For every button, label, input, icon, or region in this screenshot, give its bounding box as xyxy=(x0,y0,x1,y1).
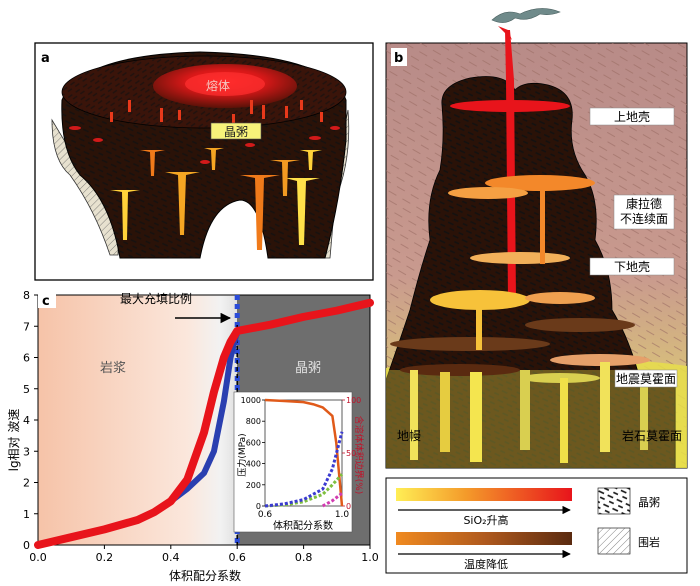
panel-b-labels xyxy=(589,107,678,388)
main-series xyxy=(34,298,374,549)
panel-b-letter: b xyxy=(394,51,403,66)
y-tick-label: 5 xyxy=(23,383,30,396)
y-tick-label: 6 xyxy=(23,352,30,365)
inset-y-label-left: 压力(MPa) xyxy=(236,433,248,476)
sio2-gradient-bar xyxy=(396,488,572,501)
inset-x-tick-label: 1.0 xyxy=(335,510,350,520)
sio2-label: SiO₂升高 xyxy=(463,513,508,527)
inset-series-line xyxy=(264,431,344,508)
x-axis-label: 体积配分系数 xyxy=(169,568,241,583)
lower-crust-label: 下地壳 xyxy=(614,260,650,274)
y-tick-label: 2 xyxy=(23,477,30,490)
series-line-blue xyxy=(167,327,241,505)
volcanic-plume xyxy=(491,8,561,23)
conrad-label-1: 康拉德 xyxy=(626,196,662,211)
inset-y2-tick-label: 50 xyxy=(346,449,356,458)
inset-series xyxy=(264,398,344,508)
y-tick-label: 1 xyxy=(23,508,30,521)
x-tick-label: 0.2 xyxy=(96,551,114,564)
mush-region-label: 晶粥 xyxy=(295,360,321,376)
central-dike xyxy=(505,30,516,300)
inset-y-tick-label: 400 xyxy=(246,460,261,469)
melt-lenses xyxy=(110,148,322,250)
conrad-label-2: 不连续面 xyxy=(620,211,668,226)
legend: SiO₂升高 温度降低 晶粥 围岩 xyxy=(385,477,688,574)
inset-y-tick-label: 0 xyxy=(256,502,261,511)
series-line-red xyxy=(34,298,374,549)
y-tick-label: 3 xyxy=(23,445,30,458)
y-tick-label: 4 xyxy=(23,414,30,427)
y-ticks: 0 1 2 3 4 5 6 7 8 xyxy=(23,289,38,552)
x-tick-label: 0.4 xyxy=(162,551,180,564)
inset-y-label-right: 含溶体体积边界(%) xyxy=(353,416,365,495)
panel-a: a xyxy=(34,42,374,281)
inset-x-tick-label: 0.6 xyxy=(258,510,273,520)
mush-legend-label: 晶粥 xyxy=(638,496,660,509)
inset-y-tick-label: 800 xyxy=(246,417,261,426)
inset-y-tick-label: 600 xyxy=(246,438,261,447)
x-tick-label: 0.0 xyxy=(29,551,47,564)
panel-a-letter: a xyxy=(41,51,50,66)
y-tick-label: 7 xyxy=(23,320,30,333)
x-tick-label: 1.0 xyxy=(361,551,379,564)
inset-chart: 0 200 400 600 800 1000 0 50 100 0.6 1.0 压力(MPa) 含溶… xyxy=(233,391,365,533)
y-axis-label: lg相对 波速 xyxy=(7,409,21,472)
inset-y-tick-label: 200 xyxy=(246,481,261,490)
inset-y2-tick-label: 100 xyxy=(346,396,361,405)
inset-y2-tick-label: 0 xyxy=(346,502,351,511)
melt-streaks xyxy=(110,100,323,126)
inset-series-line xyxy=(322,492,343,508)
x-tick-label: 0.8 xyxy=(295,551,313,564)
max-packing-label: 最大充填比例 xyxy=(120,291,192,306)
inset-ticks: 0 200 400 600 800 1000 0 50 100 0.6 1.0 xyxy=(241,396,362,520)
inset-series-line xyxy=(264,398,344,507)
petro-moho-label: 岩石莫霍面 xyxy=(622,428,682,443)
mantle-label: 地幔 xyxy=(397,428,421,443)
wall-legend-label: 围岩 xyxy=(638,535,660,549)
mush-label-box xyxy=(210,122,262,140)
sill-stems xyxy=(410,184,648,463)
x-ticks: 0.0 0.2 0.4 0.6 0.8 1.0 xyxy=(29,545,379,564)
panel-b: 上地壳 康拉德 不连续面 下地壳 地震莫霍面 地幔 岩石莫霍面 b xyxy=(385,8,688,469)
panel-c-letter: c xyxy=(42,294,50,309)
inset-y-tick-label: 1000 xyxy=(241,396,261,405)
moho-label: 地震莫霍面 xyxy=(616,372,676,386)
temp-gradient-bar xyxy=(396,532,572,545)
mush-label: 晶粥 xyxy=(224,125,248,139)
magma-region-label: 岩浆 xyxy=(100,361,126,376)
upper-crust-label: 上地壳 xyxy=(614,110,650,124)
x-tick-label: 0.6 xyxy=(228,551,246,564)
y-tick-label: 0 xyxy=(23,539,30,552)
temp-label: 温度降低 xyxy=(464,557,508,571)
panel-c: c 0 1 2 3 4 5 6 7 8 0.0 0.2 0.4 0.6 0.8 1.0 最大充填比例 岩浆… xyxy=(7,289,379,583)
y-tick-label: 8 xyxy=(23,289,30,302)
melt-label: 熔体 xyxy=(206,78,230,93)
inset-x-label: 体积配分系数 xyxy=(273,519,333,532)
